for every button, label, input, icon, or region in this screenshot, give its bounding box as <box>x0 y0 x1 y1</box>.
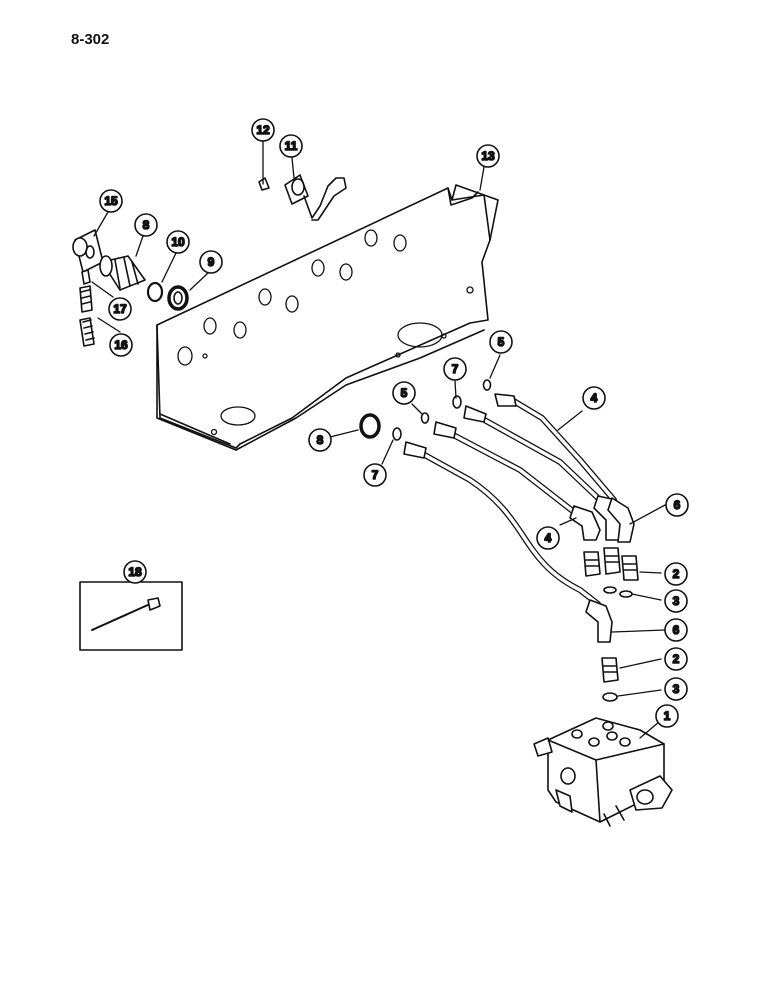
callout-7-top: 7 <box>443 357 467 381</box>
svg-text:2: 2 <box>673 652 680 666</box>
coupler-8 <box>99 255 146 291</box>
callout-6-bottom: 6 <box>664 618 688 642</box>
svg-text:10: 10 <box>171 235 185 249</box>
callout-3-bottom: 3 <box>664 677 688 701</box>
svg-text:13: 13 <box>481 149 495 163</box>
callout-11: 11 <box>279 134 303 158</box>
coupler-body-15 <box>72 229 104 273</box>
callout-2-bottom: 2 <box>664 647 688 671</box>
callout-5-top: 5 <box>489 330 513 354</box>
svg-text:11: 11 <box>285 139 298 153</box>
svg-text:8: 8 <box>317 433 324 447</box>
callout-7-mid: 7 <box>363 463 387 487</box>
callout-4-top: 4 <box>582 386 606 410</box>
svg-text:7: 7 <box>452 362 459 376</box>
svg-text:5: 5 <box>401 386 408 400</box>
callouts: 12 11 13 15 8 10 9 17 16 5 7 5 8 7 4 4 6… <box>99 118 689 728</box>
svg-text:17: 17 <box>113 302 127 316</box>
washer-8 <box>359 413 381 439</box>
spring-pin-17 <box>81 269 91 285</box>
hose-assemblies <box>403 393 635 643</box>
svg-text:9: 9 <box>208 255 215 269</box>
callout-8-top: 8 <box>134 213 158 237</box>
snap-ring-10 <box>146 281 164 303</box>
callout-1: 1 <box>655 704 679 728</box>
svg-text:12: 12 <box>256 123 270 137</box>
leader-lines <box>91 140 667 739</box>
svg-text:7: 7 <box>372 468 379 482</box>
page-number: 8-302 <box>71 31 110 48</box>
callout-15: 15 <box>99 189 123 213</box>
svg-text:18: 18 <box>128 565 142 579</box>
adapter-fittings-2 <box>583 547 639 683</box>
callout-12: 12 <box>251 118 275 142</box>
callout-17: 17 <box>108 297 132 321</box>
callout-4-mid: 4 <box>536 526 560 550</box>
svg-text:8: 8 <box>143 218 150 232</box>
callout-18: 18 <box>123 560 147 584</box>
svg-text:5: 5 <box>498 335 505 349</box>
callout-16: 16 <box>109 333 133 357</box>
svg-text:2: 2 <box>673 567 680 581</box>
svg-text:1: 1 <box>664 709 671 723</box>
o-rings-3 <box>602 586 633 702</box>
callout-2-top: 2 <box>664 562 688 586</box>
callout-3-top: 3 <box>664 589 688 613</box>
seal-9 <box>167 285 189 311</box>
callout-10: 10 <box>166 230 190 254</box>
svg-text:6: 6 <box>673 623 680 637</box>
svg-text:16: 16 <box>114 338 128 352</box>
svg-text:3: 3 <box>673 594 680 608</box>
svg-text:4: 4 <box>545 531 552 545</box>
lever-11 <box>284 174 347 221</box>
control-valve-1 <box>533 717 673 827</box>
cable-tie-box-18 <box>79 581 183 651</box>
screw-12 <box>258 177 270 191</box>
callout-13: 13 <box>476 144 500 168</box>
callout-6-top: 6 <box>665 493 689 517</box>
mounting-bracket <box>156 184 499 451</box>
callout-9: 9 <box>199 250 223 274</box>
svg-text:4: 4 <box>591 391 598 405</box>
svg-text:15: 15 <box>104 194 118 208</box>
spring-16 <box>79 285 95 347</box>
callout-8-mid: 8 <box>308 428 332 452</box>
callout-5-mid: 5 <box>392 381 416 405</box>
o-rings-5-7 <box>392 379 492 441</box>
svg-text:3: 3 <box>673 682 680 696</box>
svg-text:6: 6 <box>674 498 681 512</box>
